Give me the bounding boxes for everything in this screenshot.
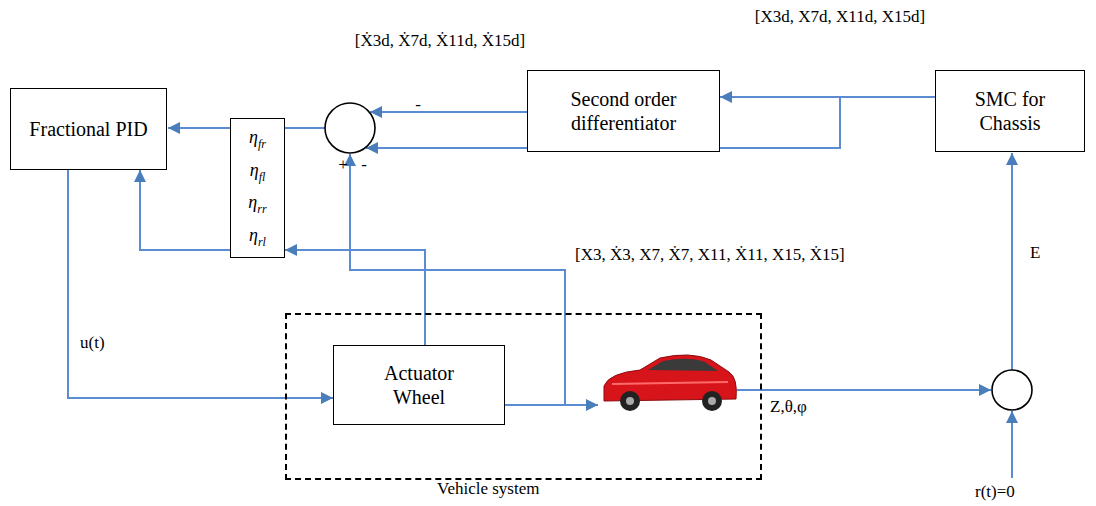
derivative-wire <box>370 111 527 113</box>
box-label: Actuator Wheel <box>369 361 469 409</box>
group-label: Vehicle system <box>437 479 539 499</box>
car-wheel <box>620 391 640 411</box>
efficiency-symbol: ηrr <box>248 192 266 216</box>
signal-name: u(t) <box>80 334 105 353</box>
system-boundary: Vehicle systemActuator Wheel <box>285 313 762 480</box>
reference-wire <box>1011 411 1013 478</box>
efficiency-symbol: ηfr <box>249 127 266 151</box>
signal-vector: [X3d, X7d, X11d, X15d] <box>755 8 925 27</box>
summing-junction <box>992 370 1032 410</box>
box-label: Fractional PID <box>29 117 147 141</box>
signal-arrow <box>140 170 230 250</box>
car-hub <box>626 397 634 405</box>
error-to-smc-wire <box>1011 153 1013 370</box>
summing-junction <box>325 103 375 153</box>
signal-arrow <box>720 96 935 98</box>
signal-arrow <box>285 250 425 345</box>
sign-label: - <box>415 96 421 115</box>
actuator-box: Actuator Wheel <box>333 345 505 425</box>
signal-name: r(t)=0 <box>975 483 1015 502</box>
signal-arrow <box>68 170 333 398</box>
car-illustration <box>604 355 736 411</box>
car-hub <box>708 397 716 405</box>
efficiency-symbol: ηrl <box>249 225 266 249</box>
box-label: SMC for Chassis <box>960 87 1060 135</box>
sign-label: + <box>338 156 348 175</box>
signal-vector: [X3, Ẋ3, X7, Ẋ7, X11, Ẋ11, X15, Ẋ15] <box>575 246 845 265</box>
sign-label: - <box>361 156 367 175</box>
actuator-to-car-wire <box>505 404 598 406</box>
signal-box: ηfr ηfl ηrr ηrl <box>230 118 285 258</box>
car-stripe <box>612 382 728 384</box>
output-wire <box>737 389 991 391</box>
car-wheel <box>702 391 722 411</box>
signal-name: Z,θ,φ <box>770 398 807 417</box>
controller-box: Fractional PID <box>10 88 167 170</box>
signal-name: E <box>1030 244 1040 263</box>
process-box: Second order differentiator <box>527 70 720 152</box>
car-window <box>648 359 718 371</box>
efficiency-symbol: ηfl <box>250 160 266 184</box>
box-label: Second order differentiator <box>559 87 689 135</box>
controller-box: SMC for Chassis <box>935 70 1085 152</box>
signal-vector: [Ẋ3d, Ẋ7d, Ẋ11d, Ẋ15d] <box>355 32 525 51</box>
